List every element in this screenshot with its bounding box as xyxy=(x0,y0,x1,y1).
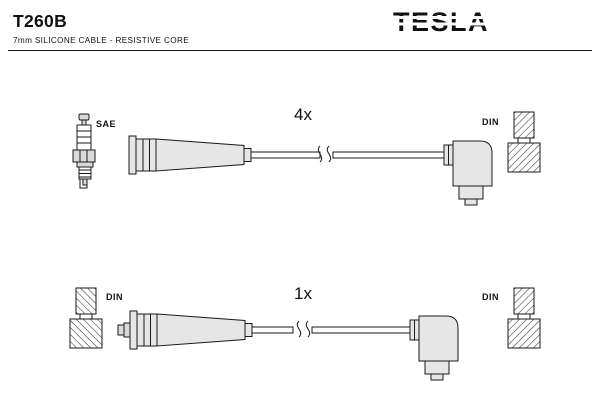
cable-assembly-1x xyxy=(117,310,459,381)
cable-line xyxy=(250,151,321,159)
logo-stripe xyxy=(391,22,492,26)
straight-boot xyxy=(128,135,252,175)
plug-ground-electrode xyxy=(79,179,88,189)
cable-break-icon xyxy=(305,320,311,338)
straight-boot xyxy=(129,310,253,350)
cable-line xyxy=(311,326,411,334)
row-1x: 1x DIN DIN xyxy=(69,284,541,381)
cable-break-icon xyxy=(296,320,302,338)
din-terminal-section xyxy=(507,287,541,349)
cable-break-icon xyxy=(317,145,323,163)
cable-break-icon xyxy=(326,145,332,163)
din-terminal-section xyxy=(69,287,103,349)
terminal-label-sae: SAE xyxy=(96,119,116,129)
elbow-boot xyxy=(443,140,493,206)
elbow-boot xyxy=(409,315,459,381)
plug-gasket xyxy=(76,161,94,168)
plug-hex-nut xyxy=(72,149,96,163)
terminal-tip xyxy=(117,324,125,336)
plug-center-electrode xyxy=(82,178,88,186)
spark-plug-icon xyxy=(72,113,96,189)
tesla-logo: TESLA xyxy=(391,7,492,37)
terminal-label-din-left: DIN xyxy=(106,292,123,302)
terminal-label-din-right: DIN xyxy=(482,292,499,302)
quantity-label: 1x xyxy=(294,284,312,303)
plug-terminal-nut xyxy=(78,113,90,121)
terminal-label-din: DIN xyxy=(482,117,499,127)
part-number: T260B xyxy=(13,11,67,31)
logo-stripe xyxy=(391,16,492,19)
brand-text: TESLA xyxy=(393,7,489,37)
plug-stem xyxy=(81,119,87,126)
quantity-label: 4x xyxy=(294,105,312,124)
cable-line xyxy=(332,151,445,159)
cable-line xyxy=(251,326,294,334)
terminal-flange xyxy=(123,322,131,338)
row-4x: 4x SAE xyxy=(72,105,541,206)
din-terminal-section xyxy=(507,111,541,173)
cable-assembly-4x xyxy=(128,135,493,206)
subtitle: 7mm SILICONE CABLE - RESISTIVE CORE xyxy=(13,36,189,45)
